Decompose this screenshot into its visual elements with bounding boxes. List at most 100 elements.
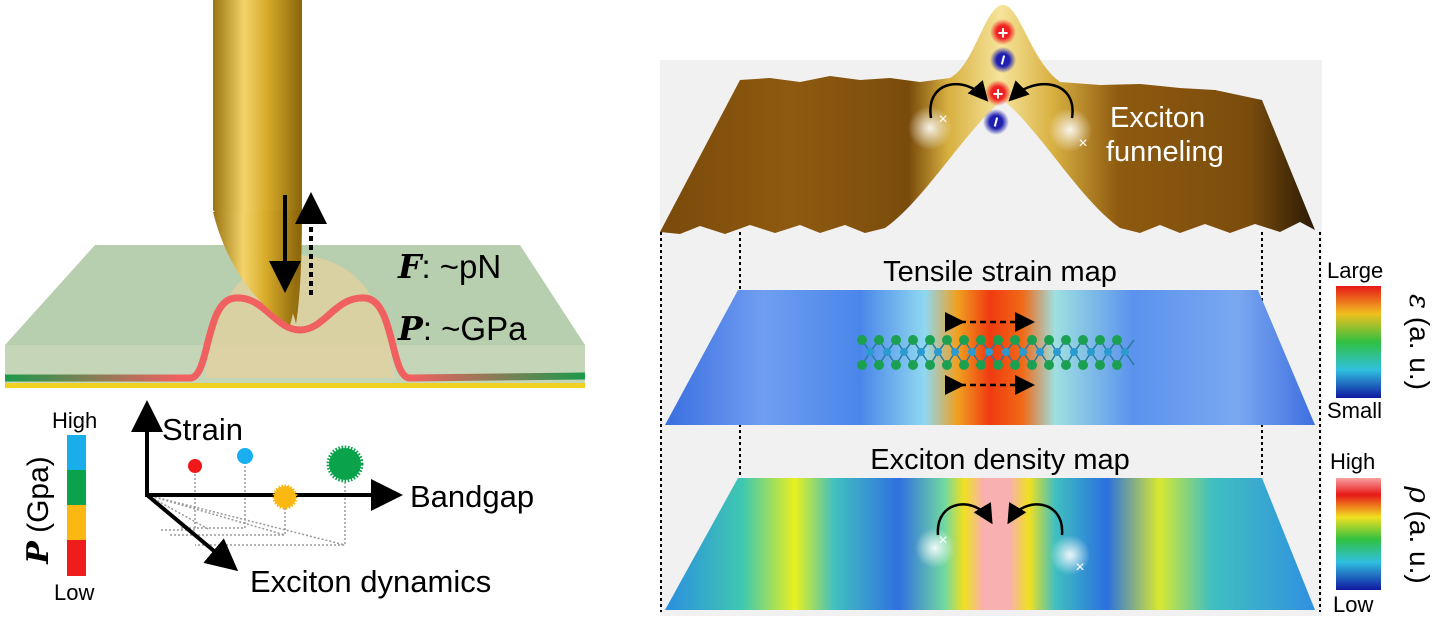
- lattice-atom: [917, 348, 925, 356]
- strain-colorbar-gradient: [1336, 286, 1381, 398]
- strain-colorbar-axis-label: ε (a. u.): [1403, 294, 1436, 390]
- lattice-atom: [1112, 360, 1122, 370]
- minus-sign: −: [985, 114, 1007, 129]
- lattice-atom: [1095, 360, 1105, 370]
- pressure-scale-low-segment: [67, 540, 86, 576]
- mos2-layer: [5, 294, 586, 382]
- lattice-atom: [1087, 348, 1095, 356]
- lattice-atom: [891, 360, 901, 370]
- strain-map-plane: [665, 290, 1315, 425]
- strain-map-title: Tensile strain map: [883, 256, 1117, 288]
- lattice-atom: [1010, 335, 1020, 345]
- lattice-atom: [993, 360, 1003, 370]
- density-colorbar-bottom-label: Low: [1333, 592, 1373, 617]
- lattice-atom: [1121, 348, 1129, 356]
- lattice-atom: [993, 335, 1003, 345]
- exciton-dynamics-axis-label: Exciton dynamics: [250, 564, 491, 599]
- cross-sign: ×: [1078, 135, 1087, 152]
- lattice-atom: [1061, 360, 1071, 370]
- pressure-high-label: High: [52, 408, 97, 433]
- exciton-density-map: Exciton density map × ×: [665, 444, 1315, 610]
- lattice-atom: [1078, 360, 1088, 370]
- lattice-atom: [1061, 335, 1071, 345]
- density-colorbar-gradient: [1336, 478, 1381, 590]
- lattice-atom: [900, 348, 908, 356]
- lattice-atom: [942, 360, 952, 370]
- pressure-axis-label: P (Gpa): [21, 456, 56, 565]
- lattice-atom: [1044, 360, 1054, 370]
- cross-sign: ×: [938, 532, 947, 549]
- funneled-electron-charge: [983, 109, 1009, 135]
- lattice-atom: [959, 335, 969, 345]
- lattice-atom: [925, 335, 935, 345]
- lattice-atom: [934, 348, 942, 356]
- funnel-arrow-right: [1007, 501, 1064, 536]
- plus-sign: +: [993, 84, 1004, 104]
- funnel-arrow-left: [936, 501, 993, 536]
- lattice-atom: [925, 360, 935, 370]
- tensile-strain-map: Tensile strain map: [665, 256, 1315, 425]
- cross-sign: ×: [938, 111, 947, 128]
- funnel-arrow-right: [1008, 80, 1074, 119]
- pressure-scale-segment-2: [67, 470, 86, 505]
- strain-colorbar-bottom-label: Small: [1327, 398, 1382, 423]
- lattice-atom: [891, 335, 901, 345]
- lattice-atom: [959, 360, 969, 370]
- afm-tip-apex: [213, 210, 300, 325]
- lattice-atom: [942, 335, 952, 345]
- lattice-atom: [1095, 335, 1105, 345]
- lattice-atom: [1053, 348, 1061, 356]
- lattice-atom: [968, 348, 976, 356]
- lattice-atom: [976, 360, 986, 370]
- lattice-atom: [874, 360, 884, 370]
- exciton-glow-right: [1048, 108, 1092, 152]
- pressure-label: P: ~GPa: [397, 309, 527, 348]
- exciton-glow-left: [908, 106, 952, 150]
- lattice-atom: [1044, 335, 1054, 345]
- electron-charge: [990, 47, 1016, 73]
- density-colorbar: High Low ρ (a. u.): [1330, 449, 1436, 617]
- lattice-atom: [985, 348, 993, 356]
- lattice-atom: [1112, 335, 1122, 345]
- lattice-atom: [908, 335, 918, 345]
- funnel-arrow-left: [929, 80, 989, 119]
- bandgap-axis-label: Bandgap: [410, 479, 534, 514]
- yellow-exciton-marker: [272, 484, 298, 510]
- lattice-atom: [857, 335, 867, 345]
- topography-surface: [660, 5, 1315, 234]
- lattice-structure: [857, 335, 1135, 370]
- exciton-glow-right: [1050, 535, 1090, 575]
- strain-colorbar-top-label: Large: [1327, 258, 1383, 283]
- exciton-dynamics-axis: [145, 493, 239, 572]
- red-exciton-marker: [188, 459, 202, 473]
- lattice-atom: [866, 348, 874, 356]
- strain-colorbar: Large Small ε (a. u.): [1327, 258, 1436, 423]
- lattice-atom: [1070, 348, 1078, 356]
- pressure-low-label: Low: [54, 580, 94, 605]
- lattice-atom: [976, 335, 986, 345]
- lattice-atom: [1019, 348, 1027, 356]
- strain-axis-label: Strain: [162, 412, 243, 447]
- exciton-funneling-label-line1: Exciton: [1110, 102, 1205, 134]
- lattice-atom: [857, 360, 867, 370]
- lattice-atom: [908, 360, 918, 370]
- lattice-atom: [1010, 360, 1020, 370]
- lattice-atom: [883, 348, 891, 356]
- green-exciton-marker: [326, 445, 364, 483]
- density-map-plane: [665, 478, 1315, 610]
- lattice-atom: [1027, 335, 1037, 345]
- substrate-base-line: [5, 383, 585, 388]
- property-axes: Strain Bandgap Exciton dynamics: [131, 400, 534, 599]
- plus-sign: +: [998, 23, 1009, 43]
- density-colorbar-top-label: High: [1330, 449, 1375, 474]
- lattice-atom: [951, 348, 959, 356]
- force-label: F: ~pN: [397, 247, 501, 286]
- blue-exciton-marker: [237, 448, 253, 464]
- pressure-scale-segment-3: [67, 505, 86, 540]
- cross-sign: ×: [1075, 559, 1084, 576]
- exciton-funneling-label-line2: funneling: [1106, 136, 1224, 168]
- exciton-glow-left: [915, 528, 955, 568]
- lattice-atom: [874, 335, 884, 345]
- strain-topography-surface: + − + − × × Exciton funneling: [660, 5, 1315, 234]
